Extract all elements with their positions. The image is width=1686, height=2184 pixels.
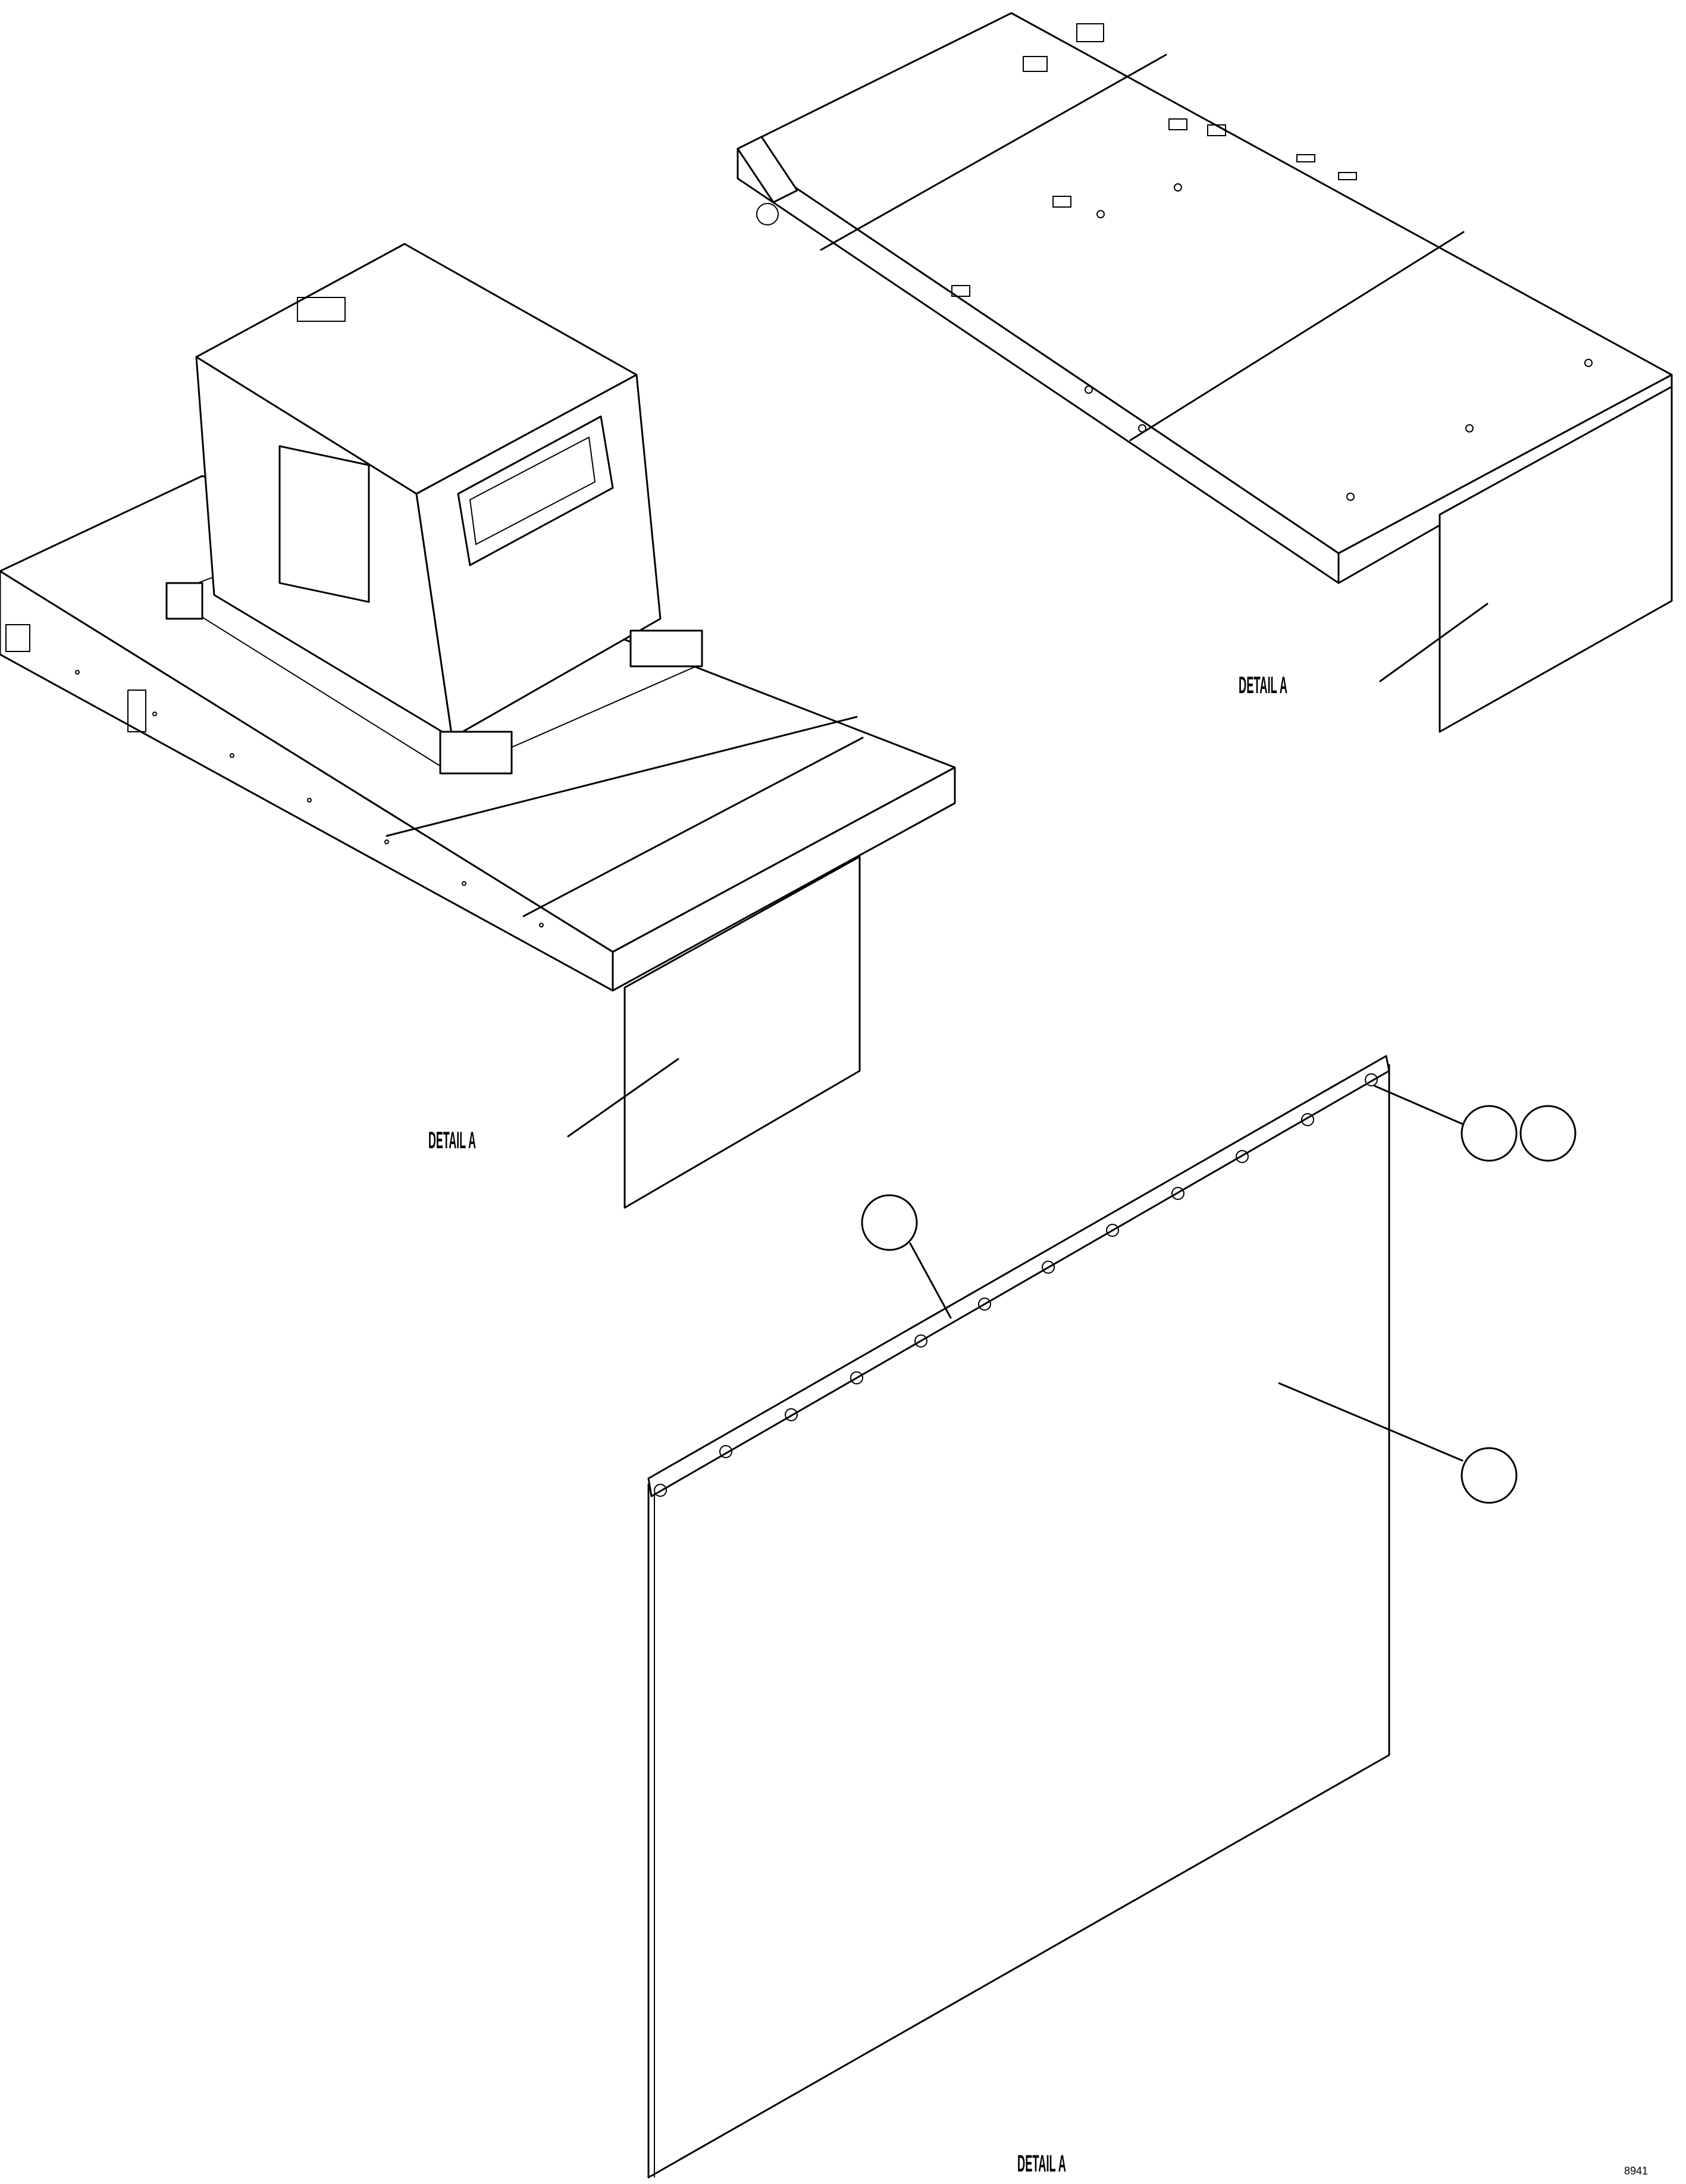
- callout-balloon-1: [1461, 1105, 1518, 1162]
- callout-balloon-2: [1519, 1105, 1577, 1162]
- drawing-number: 8941: [1624, 2165, 1648, 2177]
- detail-a-label-bottom: DETAIL A: [1017, 2151, 1066, 2177]
- detail-a-label-top-right: DETAIL A: [1239, 672, 1287, 698]
- detail-a-flap: [647, 1055, 1465, 2179]
- rail-bolts: [654, 1073, 1378, 1497]
- callout-balloon-3: [861, 1194, 918, 1251]
- callout-balloon-4: [1461, 1447, 1518, 1504]
- platform-assembly-top: [737, 12, 1673, 733]
- cab-platform-assembly: [0, 243, 956, 1209]
- detail-a-label-left: DETAIL A: [428, 1127, 476, 1154]
